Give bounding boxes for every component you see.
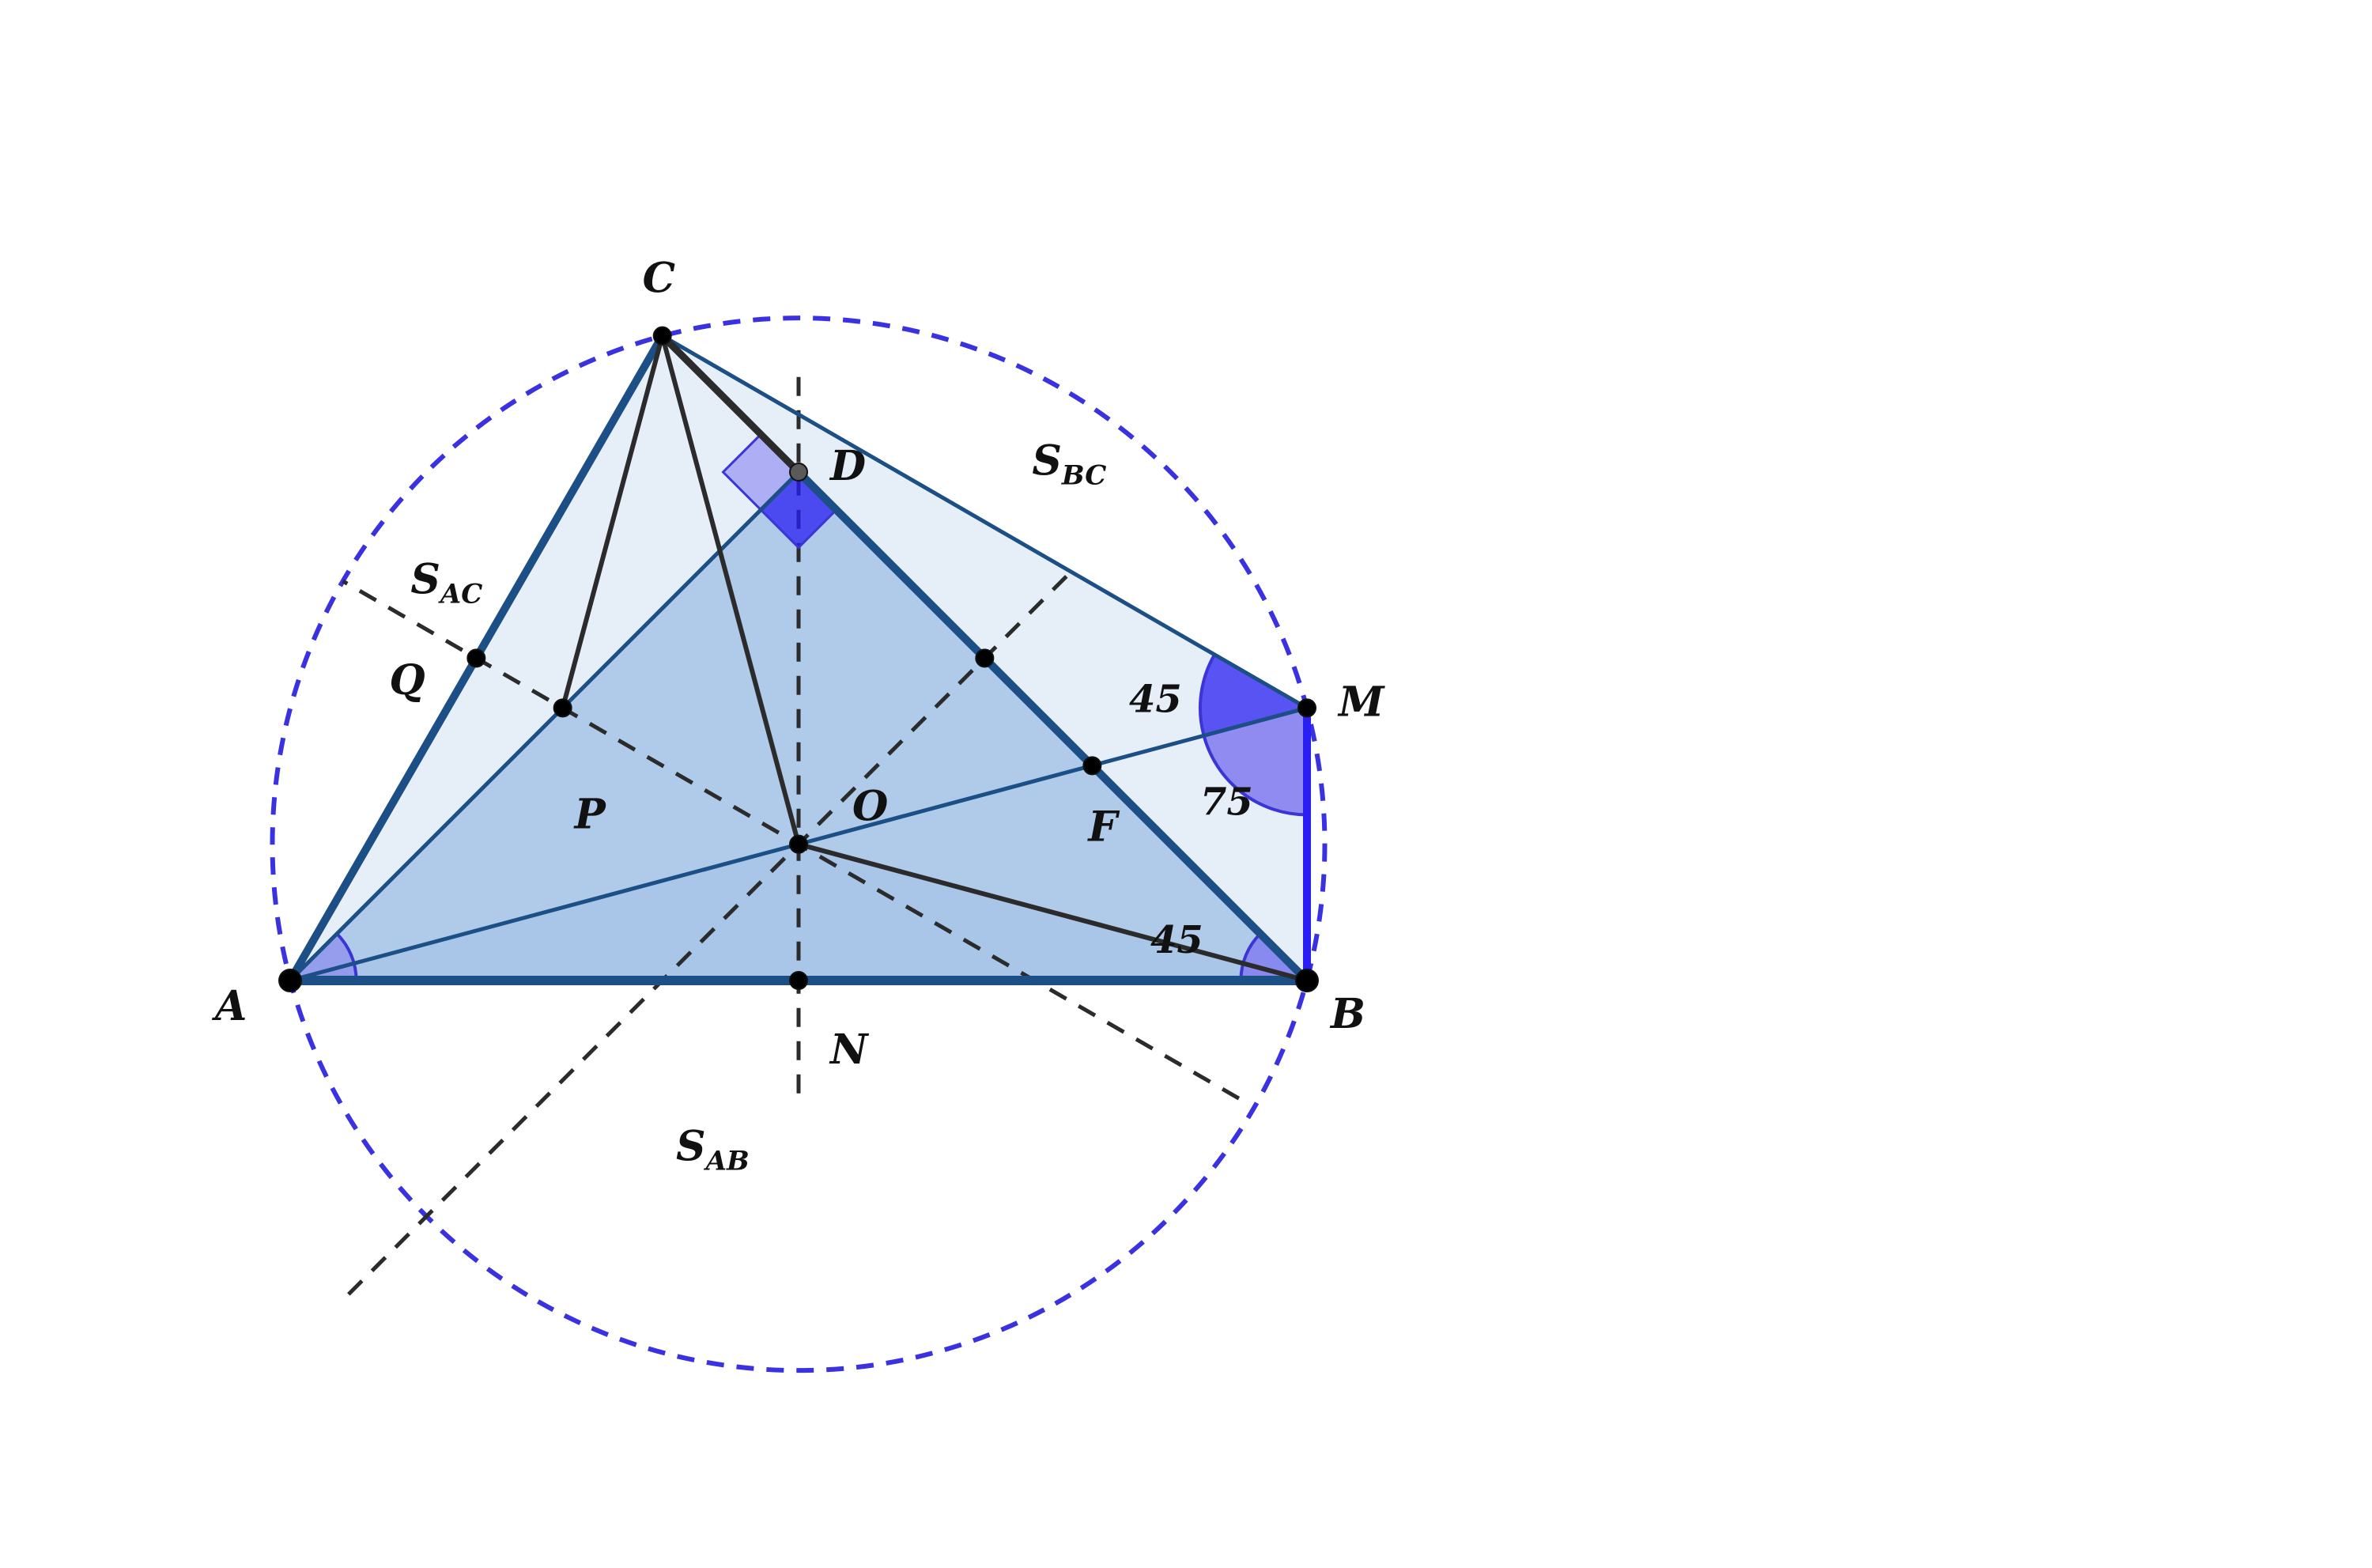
segment-ob <box>796 841 1309 983</box>
label-o: O <box>852 783 888 831</box>
label-s-ac: SAC <box>410 555 482 610</box>
point-o <box>789 834 808 854</box>
circumcircle <box>270 315 1328 1373</box>
point-p <box>553 698 572 718</box>
angle-label-m-lower: 75 <box>1200 780 1253 824</box>
angle-mark-m-lower <box>1202 705 1309 817</box>
point-b <box>1295 969 1319 992</box>
point-q <box>466 648 486 668</box>
label-b: B <box>1329 990 1365 1038</box>
bisector-line-ac <box>342 579 1241 1101</box>
label-n: N <box>829 1026 870 1074</box>
label-f: F <box>1086 803 1120 851</box>
angle-label-m-upper: 45 <box>1129 677 1182 721</box>
segment-cm <box>660 334 1309 710</box>
label-s-bc: SBC <box>1032 436 1106 491</box>
label-c: C <box>643 255 675 303</box>
label-a: A <box>211 982 247 1030</box>
point-n <box>789 971 808 990</box>
segment-cp <box>560 333 665 711</box>
label-d: D <box>829 442 866 490</box>
segment-db <box>795 468 1311 984</box>
label-q: Q <box>389 656 425 704</box>
segment-cd <box>659 332 803 476</box>
label-s-bc-subscript: BC <box>1061 459 1106 491</box>
label-s-ab: SAB <box>676 1123 750 1177</box>
segment-co <box>659 333 801 847</box>
bisector-line-bc <box>346 575 1068 1298</box>
point-a <box>278 969 302 992</box>
label-s-ac-subscript: AC <box>438 578 482 610</box>
label-m: M <box>1337 678 1385 726</box>
point-m <box>1297 698 1316 718</box>
label-s-ac-symbol: S <box>410 555 440 603</box>
point-midpoint-bc <box>975 648 995 668</box>
angle-mark-m-upper <box>1199 652 1312 738</box>
segment-ad <box>288 470 801 983</box>
label-s-ab-subscript: AB <box>704 1146 750 1177</box>
label-p: P <box>573 790 607 838</box>
label-s-ab-symbol: S <box>676 1123 706 1171</box>
label-s-bc-symbol: S <box>1032 436 1062 485</box>
angle-label-b: 45 <box>1150 918 1203 962</box>
point-c <box>652 326 672 346</box>
point-f <box>1082 756 1102 776</box>
point-d <box>789 463 808 482</box>
